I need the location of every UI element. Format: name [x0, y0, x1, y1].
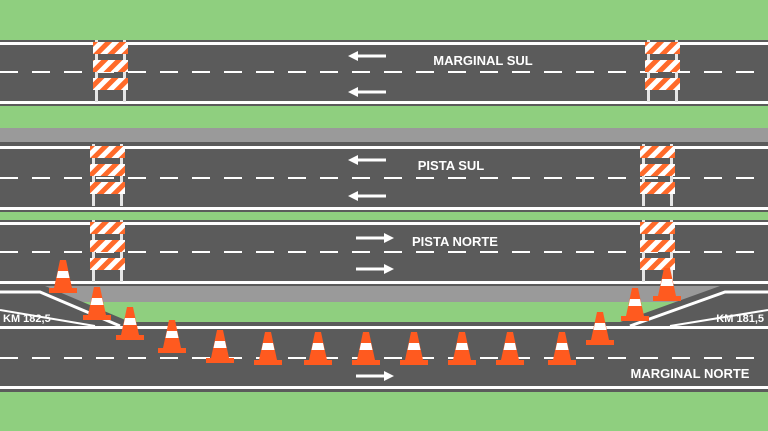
traffic-cone-icon [400, 332, 428, 365]
traffic-cone-icon [49, 260, 77, 293]
traffic-cone-icon [621, 288, 649, 321]
traffic-cone-icon [352, 332, 380, 365]
label-marginal-sul: MARGINAL SUL [433, 53, 532, 68]
traffic-cone-icon [304, 332, 332, 365]
road-barrier-icon [640, 144, 675, 206]
median-strip [0, 128, 768, 142]
traffic-cone-icon [653, 268, 681, 301]
traffic-cone-icon [586, 312, 614, 345]
km-marker-right: KM 181,5 [716, 313, 764, 325]
traffic-cone-icon [116, 307, 144, 340]
road-barrier-icon [93, 40, 128, 102]
shoulder-strip [0, 286, 768, 302]
arrow-icon [356, 233, 394, 381]
traffic-cone-icon [158, 320, 186, 353]
label-pista-sul: PISTA SUL [418, 158, 485, 173]
traffic-cone-icon [548, 332, 576, 365]
traffic-cone-icon [254, 332, 282, 365]
label-pista-norte: PISTA NORTE [412, 234, 498, 249]
traffic-cone-icon [206, 330, 234, 363]
road-barrier-icon [640, 220, 675, 282]
road-barrier-icon [90, 144, 125, 206]
road-barrier-icon [90, 220, 125, 282]
label-marginal-norte: MARGINAL NORTE [631, 366, 750, 381]
arrow-icon [348, 51, 386, 201]
road-barrier-icon [645, 40, 680, 102]
traffic-cone-icon [448, 332, 476, 365]
km-marker-left: KM 182,5 [3, 313, 51, 325]
traffic-cone-icon [83, 287, 111, 320]
detour-ramp-right [620, 286, 768, 328]
road-marginal-norte [0, 322, 768, 392]
traffic-cone-icon [496, 332, 524, 365]
